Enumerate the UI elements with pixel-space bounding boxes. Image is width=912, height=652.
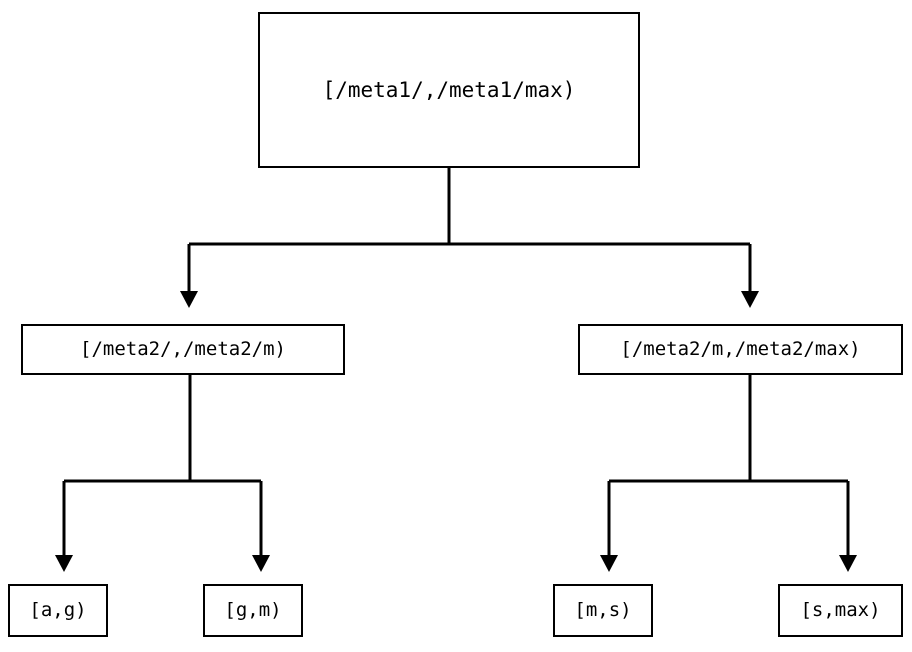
arrowhead-to-leaf-ms <box>600 555 618 572</box>
tree-node-leaf-g-m[interactable]: [g,m) <box>203 584 303 637</box>
tree-node-root-label: [/meta1/,/meta1/max) <box>322 77 576 102</box>
arrowhead-to-mid-left <box>180 291 198 308</box>
tree-node-mid-left[interactable]: [/meta2/,/meta2/m) <box>21 324 345 375</box>
tree-node-leaf-g-m-label: [g,m) <box>224 599 282 621</box>
tree-node-leaf-s-max[interactable]: [s,max) <box>778 584 903 637</box>
tree-node-mid-right-label: [/meta2/m,/meta2/max) <box>620 338 861 360</box>
arrowhead-to-leaf-gm <box>252 555 270 572</box>
arrowhead-to-leaf-smax <box>839 555 857 572</box>
tree-node-leaf-s-max-label: [s,max) <box>800 599 881 621</box>
tree-node-mid-left-label: [/meta2/,/meta2/m) <box>80 338 286 360</box>
tree-node-leaf-m-s-label: [m,s) <box>574 599 632 621</box>
tree-node-leaf-a-g[interactable]: [a,g) <box>8 584 108 637</box>
tree-node-leaf-a-g-label: [a,g) <box>29 599 87 621</box>
tree-node-leaf-m-s[interactable]: [m,s) <box>553 584 653 637</box>
tree-node-mid-right[interactable]: [/meta2/m,/meta2/max) <box>578 324 903 375</box>
arrowhead-to-mid-right <box>741 291 759 308</box>
tree-node-root[interactable]: [/meta1/,/meta1/max) <box>258 12 640 168</box>
arrowhead-to-leaf-ag <box>55 555 73 572</box>
